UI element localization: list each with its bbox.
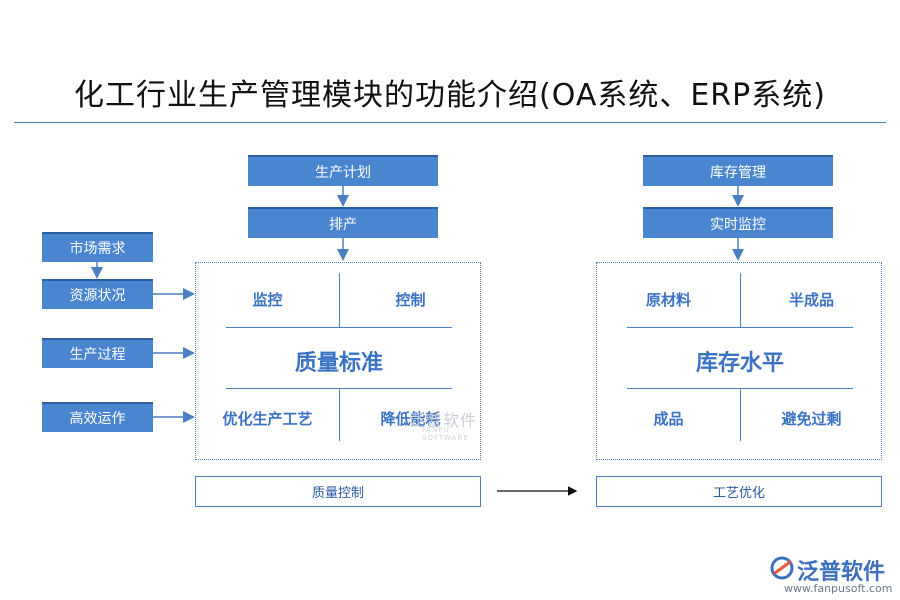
optimize-process-cell: 优化生产工艺 <box>222 409 313 428</box>
efficient-operation-label: 高效运作 <box>69 411 126 427</box>
realtime-monitor-box: 实时监控 <box>643 207 833 238</box>
upper-rule <box>627 327 853 328</box>
resource-status-label: 资源状况 <box>69 288 126 304</box>
production-process-box: 生产过程 <box>42 338 153 368</box>
market-demand-box: 市场需求 <box>42 232 153 262</box>
production-process-label: 生产过程 <box>69 347 126 363</box>
production-plan-box: 生产计划 <box>248 155 438 186</box>
process-optimization-box: 工艺优化 <box>596 476 882 507</box>
fanpu-logo-icon <box>770 556 794 580</box>
semi-finished-cell: 半成品 <box>788 290 834 309</box>
reduce-energy-cell: 降低能耗 <box>380 409 441 428</box>
process-optimization-label: 工艺优化 <box>712 486 765 501</box>
avoid-excess-cell: 避免过剩 <box>781 409 842 428</box>
quality-standard-panel: 监控 控制 质量标准 优化生产工艺 降低能耗 泛普软件 FANPU SOFTWA… <box>195 262 481 460</box>
bottom-divider <box>740 388 741 441</box>
quality-standard-title: 质量标准 <box>294 351 383 376</box>
resource-status-box: 资源状况 <box>42 279 153 309</box>
quality-control-box: 质量控制 <box>195 476 481 507</box>
watermark-text: 泛普软件 <box>409 411 478 430</box>
scheduling-label: 排产 <box>329 216 357 233</box>
quality-control-label: 质量控制 <box>311 486 364 501</box>
page-title: 化工行业生产管理模块的功能介绍(OA系统、ERP系统) <box>74 78 826 113</box>
upper-rule <box>226 327 452 328</box>
title-divider <box>14 122 886 123</box>
scheduling-box: 排产 <box>248 207 438 238</box>
realtime-monitor-label: 实时监控 <box>710 216 766 233</box>
production-plan-label: 生产计划 <box>315 164 371 181</box>
inventory-level-panel: 原材料 半成品 库存水平 成品 避免过剩 <box>596 262 882 460</box>
inventory-management-box: 库存管理 <box>643 155 833 186</box>
inventory-level-title: 库存水平 <box>695 351 784 376</box>
inventory-management-label: 库存管理 <box>710 164 766 181</box>
market-demand-label: 市场需求 <box>69 241 126 257</box>
finished-goods-cell: 成品 <box>653 409 684 428</box>
logo-url: www.fanpusoft.com <box>784 582 893 595</box>
logo-name: 泛普软件 <box>797 560 886 585</box>
bottom-divider <box>339 388 340 441</box>
raw-material-cell: 原材料 <box>645 290 691 309</box>
monitor-cell: 监控 <box>252 290 283 309</box>
efficient-operation-box: 高效运作 <box>42 402 153 432</box>
watermark-subtext: FANPU SOFTWARE <box>422 426 469 442</box>
top-divider <box>740 273 741 327</box>
top-divider <box>339 273 340 327</box>
control-cell: 控制 <box>395 290 426 309</box>
